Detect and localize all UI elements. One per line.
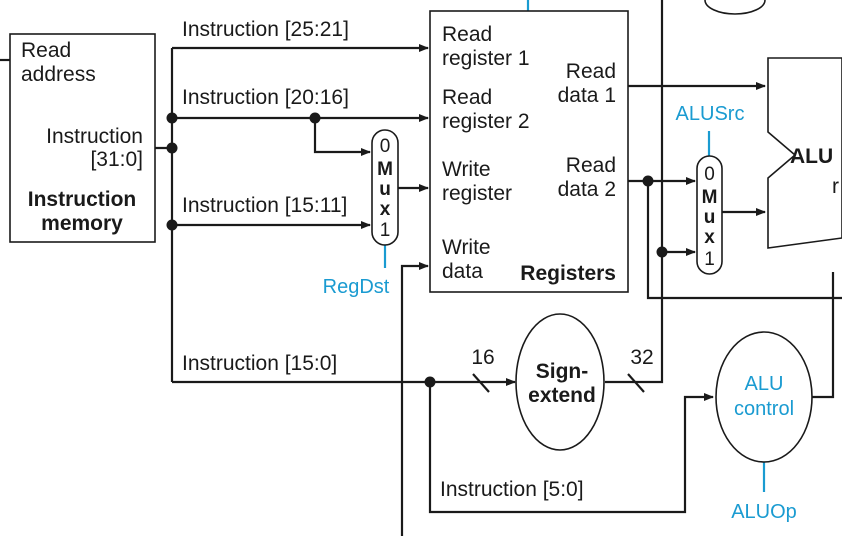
alusrc-mux: 0 M u x 1 (696, 155, 723, 275)
sign-extend-title-line1: Sign- (536, 360, 589, 383)
alu-control-title-line2: control (734, 398, 794, 420)
junction-dot (166, 219, 178, 231)
junction-dot (309, 112, 321, 124)
instr-20-16-label: Instruction [20:16] (182, 86, 349, 109)
junction-dots (166, 112, 668, 388)
sign-extend-ellipse (515, 313, 605, 451)
instr-5-0-wire (428, 382, 714, 514)
registers-block: Read register 1 Read register 2 Write re… (429, 10, 629, 293)
read-address-label-line2: address (21, 63, 96, 86)
read-data-2-line2: data 2 (558, 178, 616, 201)
regdst-mux: 0 M u x 1 (371, 129, 399, 246)
sign-extend-out-wire (605, 0, 664, 384)
read-register-2-line1: Read (442, 86, 492, 109)
read-register-1-line1: Read (442, 23, 492, 46)
alu-control-ellipse (715, 331, 813, 463)
instruction-memory-title-line2: memory (41, 212, 123, 235)
regdst-mux-in0: 0 (380, 136, 391, 157)
read-data-2-line1: Read (566, 154, 616, 177)
alu-title: ALU (790, 145, 833, 168)
read-register-2-line2: register 2 (442, 110, 530, 133)
alusrc-mux-in0: 0 (704, 164, 715, 185)
alusrc-mux-letter-m: M (702, 187, 718, 208)
instruction-memory-block: Read address Instruction [31:0] Instruct… (9, 33, 156, 243)
write-register-line1: Write (442, 158, 491, 181)
alu-control-title-line1: ALU (745, 373, 784, 395)
aluop-label: ALUOp (731, 501, 797, 523)
write-data-line2: data (442, 260, 483, 283)
alu-control-block: ALU control (715, 331, 813, 463)
junction-dot (656, 246, 668, 258)
alu-block: ALU r (767, 57, 842, 249)
width-32-label: 32 (630, 346, 653, 369)
regdst-mux-shape (371, 129, 399, 246)
read-data-2-branch-wire (646, 181, 842, 300)
control-wires (383, 0, 766, 492)
sign-extend-block: Sign- extend (515, 313, 605, 451)
sign-extend-title-line2: extend (528, 384, 596, 407)
alusrc-mux-letter-x: x (704, 227, 715, 248)
regdst-mux-letter-u: u (379, 179, 391, 200)
regdst-mux-letter-x: x (380, 199, 391, 220)
instr-25-21-label: Instruction [25:21] (182, 18, 349, 41)
registers-box (429, 10, 629, 293)
read-register-1-line2: register 1 (442, 47, 530, 70)
read-address-label-line1: Read (21, 39, 71, 62)
width-16-slash (472, 373, 490, 393)
junction-dot (166, 142, 178, 154)
instruction-out-label-line2: [31:0] (90, 148, 143, 171)
write-data-line1: Write (442, 236, 491, 259)
partial-block-top (704, 0, 766, 15)
instr-5-0-label: Instruction [5:0] (440, 478, 584, 501)
width-16-label: 16 (471, 346, 494, 369)
junction-dot (642, 175, 654, 187)
alusrc-label: ALUSrc (676, 103, 745, 125)
read-data-1-line1: Read (566, 60, 616, 83)
instr-15-11-label: Instruction [15:11] (182, 194, 347, 217)
junction-dot (166, 112, 178, 124)
regdst-mux-in1: 1 (380, 220, 391, 241)
alusrc-mux-letter-u: u (704, 207, 716, 228)
regdst-label: RegDst (323, 276, 390, 298)
registers-title: Registers (520, 262, 616, 285)
instruction-memory-box (9, 33, 156, 243)
alu-shape (767, 57, 842, 249)
alu-partial-label: r (832, 175, 839, 198)
write-register-line2: register (442, 182, 512, 205)
read-data-1-line2: data 1 (558, 84, 616, 107)
junction-dot (424, 376, 436, 388)
alu-control-out-wire (812, 272, 835, 399)
instruction-memory-title-line1: Instruction (28, 188, 137, 211)
regdst-mux-letter-m: M (377, 159, 393, 180)
width-32-slash (627, 373, 645, 393)
instruction-out-label-line1: Instruction (46, 125, 143, 148)
alusrc-mux-shape (696, 155, 723, 275)
instr-15-0-label: Instruction [15:0] (182, 352, 337, 375)
instr-20-16-to-mux-wire (313, 118, 371, 156)
alusrc-mux-in1: 1 (704, 249, 715, 270)
write-data-wire (400, 262, 429, 536)
